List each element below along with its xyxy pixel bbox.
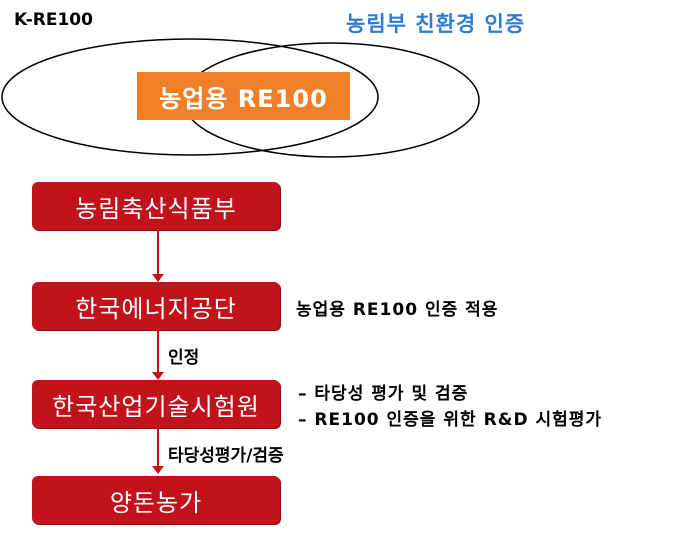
edge-label-approval: 인정 xyxy=(168,348,200,368)
testing-institute-note-1: – 타당성 평가 및 검증 xyxy=(298,384,469,404)
flow-arrowhead-3 xyxy=(152,466,164,474)
venn-left-label: K-RE100 xyxy=(14,10,93,30)
flow-arrow-2 xyxy=(157,330,159,374)
flow-arrow-1 xyxy=(157,230,159,276)
flow-box-ministry: 농림축산식품부 xyxy=(32,182,280,230)
flow-arrow-3 xyxy=(157,428,159,468)
venn-center-box: 농업용 RE100 xyxy=(137,72,350,120)
edge-label-validation: 타당성평가/검증 xyxy=(168,446,284,466)
flow-box-pig-farm: 양돈농가 xyxy=(32,476,280,524)
flow-box-testing-institute: 한국산업기술시험원 xyxy=(32,380,280,428)
venn-ellipse-krer100 xyxy=(1,38,379,156)
venn-right-label: 농림부 친환경 인증 xyxy=(346,12,526,36)
energy-agency-note: 농업용 RE100 인증 적용 xyxy=(296,300,499,320)
testing-institute-note-2: – RE100 인증을 위한 R&D 시험평가 xyxy=(298,410,603,430)
flow-arrowhead-1 xyxy=(152,274,164,282)
flow-arrowhead-2 xyxy=(152,372,164,380)
flow-box-energy-agency: 한국에너지공단 xyxy=(32,282,280,330)
